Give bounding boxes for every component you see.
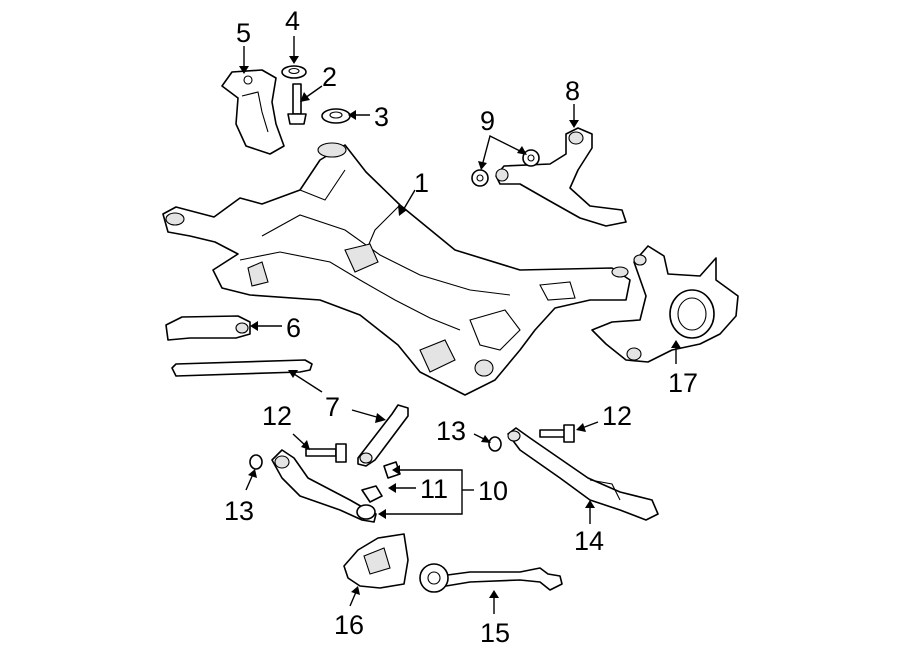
washer-part-3 — [321, 108, 351, 124]
rod-part-7 — [171, 359, 409, 467]
callout-12-right: 12 — [602, 401, 632, 431]
callout-7: 7 — [325, 392, 340, 422]
bolt-part-12-right — [539, 424, 575, 443]
bracket-part-5 — [221, 69, 285, 155]
callout-9: 9 — [480, 106, 495, 136]
callout-15: 15 — [480, 618, 510, 648]
upper-arm-part-8 — [495, 127, 627, 227]
bushing-part-11 — [361, 461, 401, 503]
callout-8: 8 — [565, 76, 580, 106]
knuckle-part-17 — [591, 245, 739, 363]
callout-17: 17 — [668, 368, 698, 398]
callout-4: 4 — [285, 6, 300, 36]
leader-lines — [239, 36, 681, 614]
callout-14: 14 — [574, 526, 604, 556]
bolt-part-2 — [287, 83, 307, 125]
bolt-part-12-left — [305, 443, 347, 463]
callout-6: 6 — [286, 313, 301, 343]
callout-11: 11 — [420, 474, 448, 504]
bracket-part-6 — [165, 315, 251, 341]
callout-13-right: 13 — [436, 416, 466, 446]
washer-part-4 — [281, 65, 307, 79]
callout-16: 16 — [334, 610, 364, 640]
callout-10: 10 — [478, 476, 508, 506]
callout-5: 5 — [236, 18, 251, 48]
callout-2: 2 — [322, 62, 337, 92]
link-part-15 — [419, 563, 563, 593]
nut-part-13-right — [488, 436, 502, 452]
callout-13-left: 13 — [224, 496, 254, 526]
bracket-part-16 — [343, 533, 409, 589]
lower-arm-part-10 — [271, 449, 377, 523]
callout-1: 1 — [414, 168, 429, 198]
callout-3: 3 — [374, 102, 389, 132]
washers-part-9 — [471, 149, 540, 187]
arm-part-14 — [507, 427, 659, 521]
callout-12-left: 12 — [262, 401, 292, 431]
nut-part-13-left — [249, 454, 263, 470]
crossmember-part-1 — [162, 142, 631, 396]
